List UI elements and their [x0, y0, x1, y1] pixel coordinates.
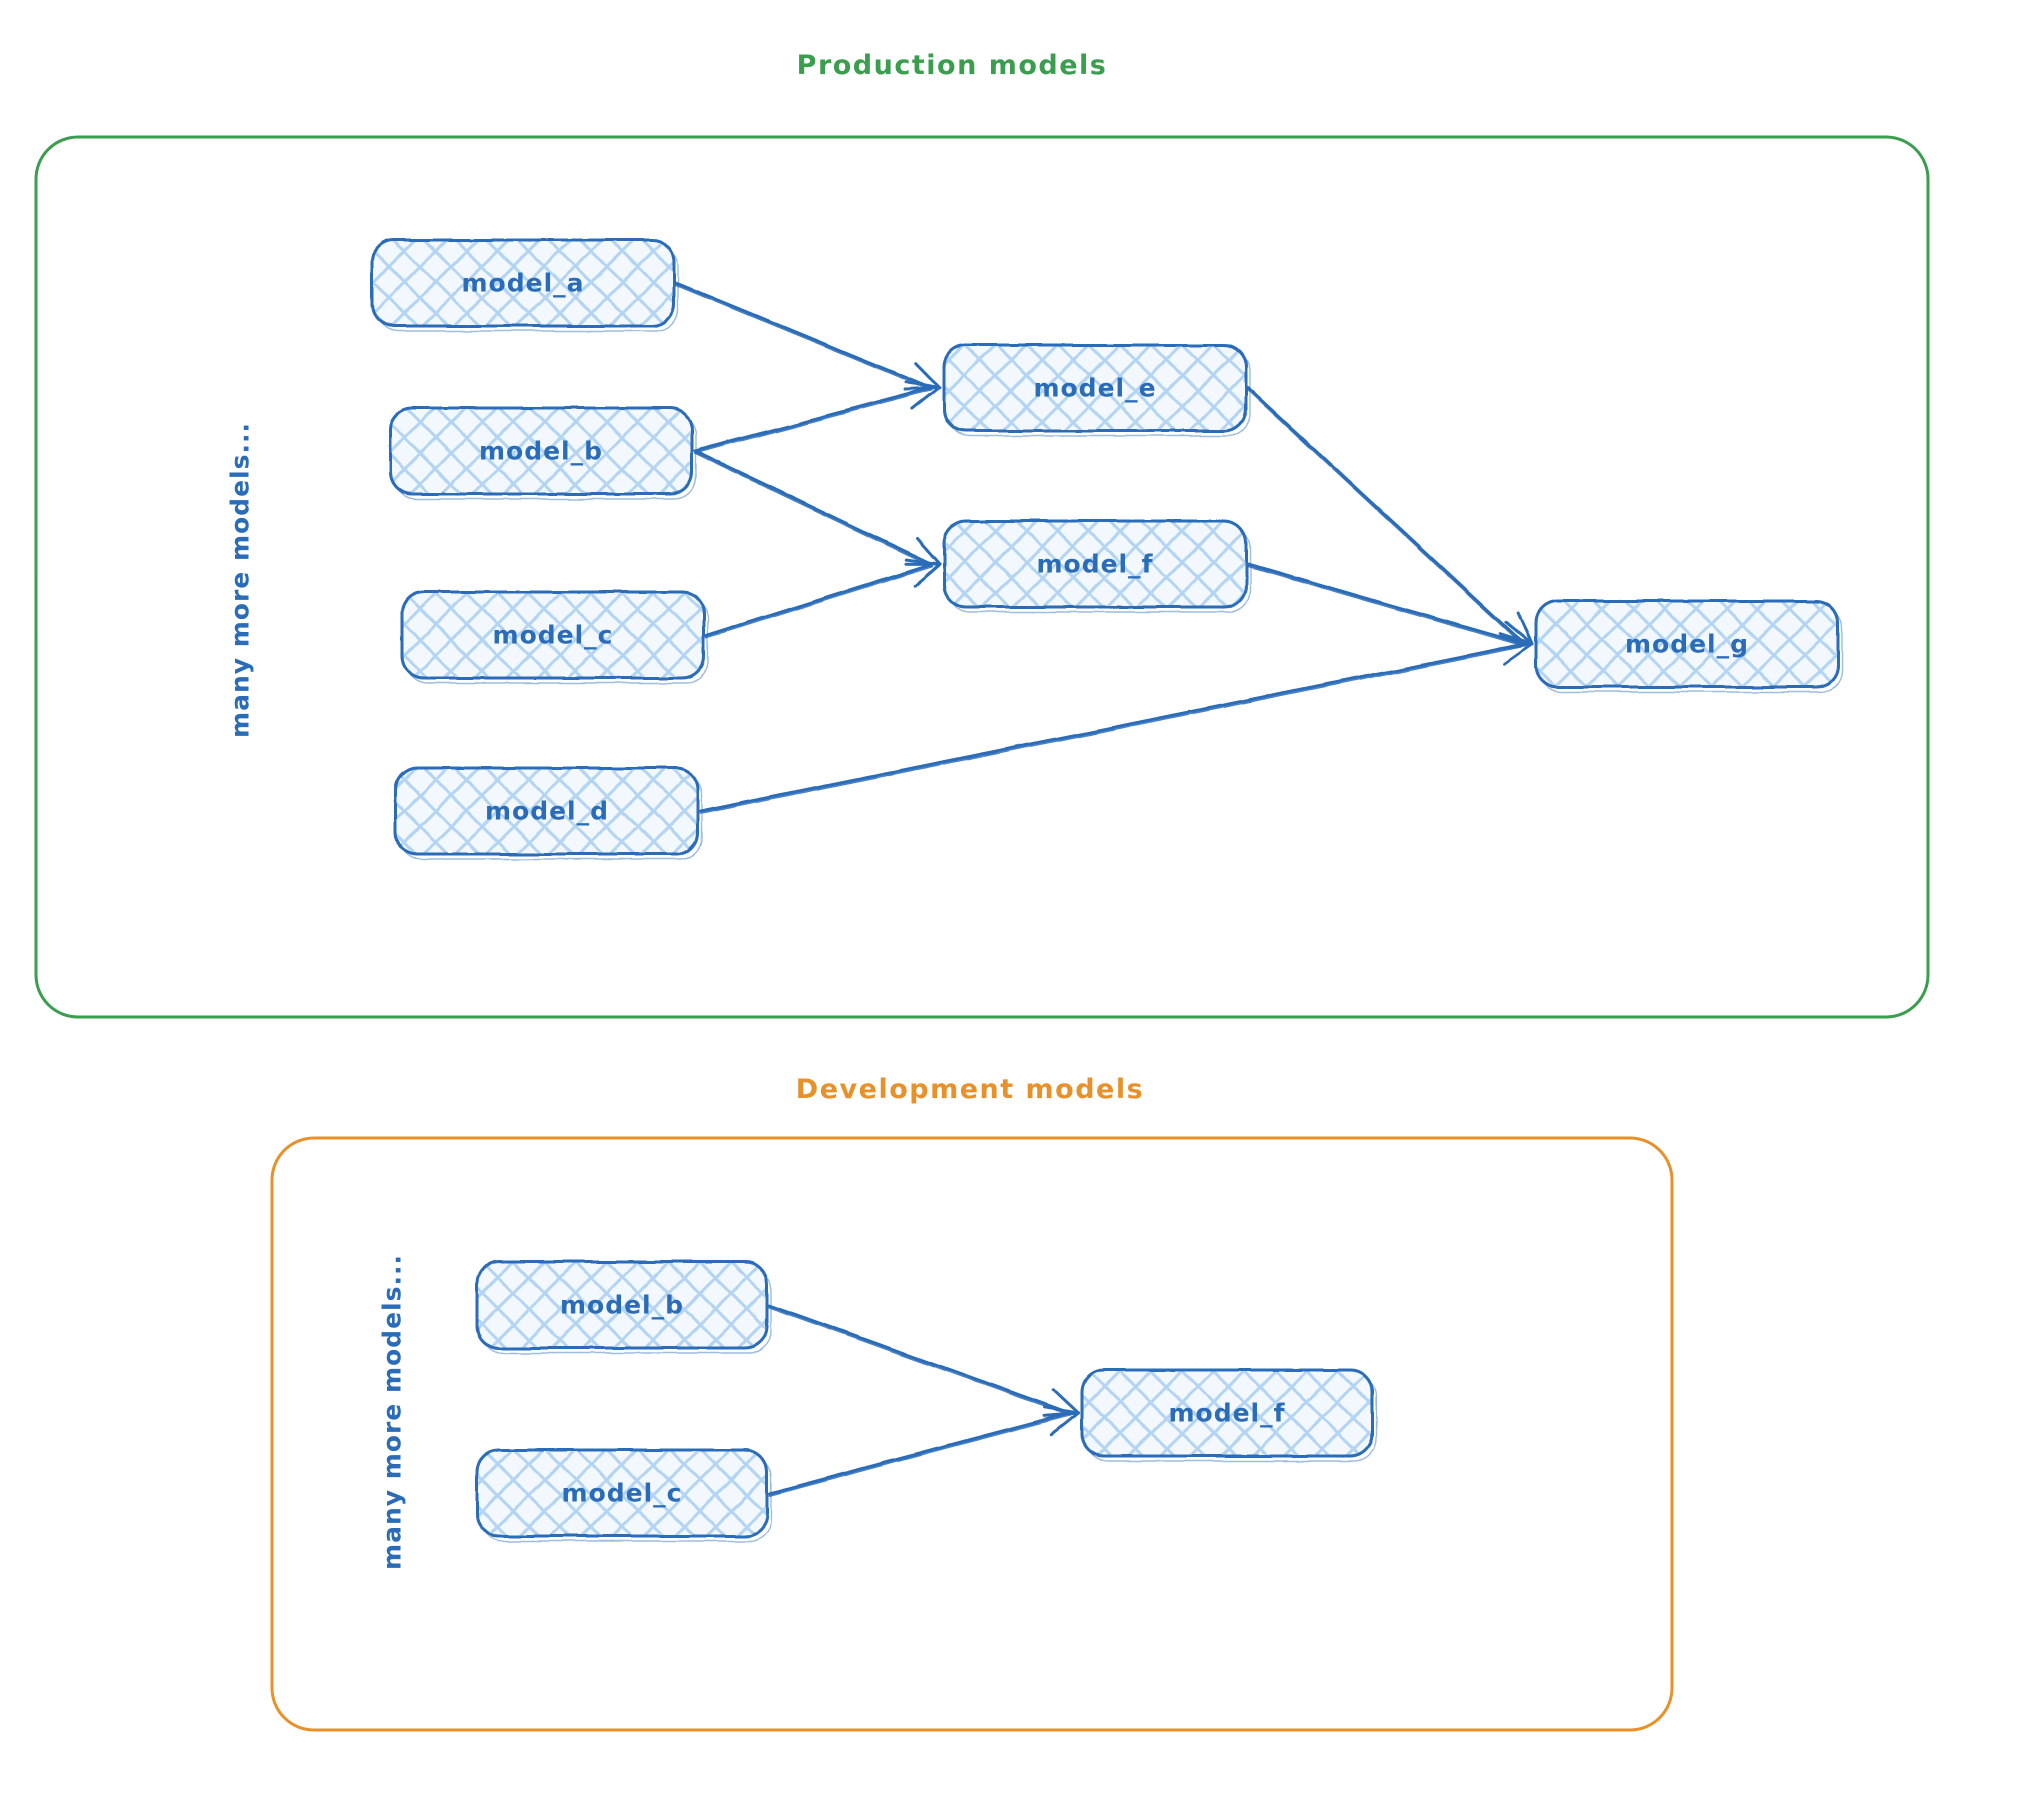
edge-dev_model_c-to-dev_model_f	[767, 1405, 1080, 1496]
node-model_c[interactable]	[400, 590, 709, 684]
edge-layer	[674, 281, 1534, 1496]
node-model_b[interactable]	[388, 406, 697, 500]
group-title-production: Production models	[796, 50, 1108, 81]
node-dev_model_f[interactable]	[1080, 1368, 1377, 1462]
many-more-models-label-production: many more models...	[225, 422, 255, 738]
node-model_f[interactable]	[942, 519, 1251, 613]
group-title-development: Development models	[795, 1074, 1145, 1105]
edge-model_c-to-model_f	[704, 558, 942, 638]
edge-dev_model_b-to-dev_model_f	[767, 1303, 1080, 1418]
edge-model_f-to-model_g	[1246, 562, 1534, 651]
group-frame-development	[270, 1136, 1674, 1732]
edge-model_a-to-model_e	[674, 281, 942, 391]
node-dev_model_b[interactable]	[475, 1260, 772, 1354]
node-model_d[interactable]	[394, 766, 703, 860]
node-dev_model_c[interactable]	[475, 1448, 772, 1542]
many-more-models-label-development: many more models...	[377, 1254, 407, 1570]
node-layer	[370, 238, 1843, 1542]
edge-model_b-to-model_e	[692, 380, 942, 454]
group-frame-production	[34, 135, 1930, 1019]
node-model_e[interactable]	[942, 343, 1251, 437]
node-model_g[interactable]	[1534, 599, 1843, 693]
group-frames	[34, 135, 1930, 1732]
edge-model_d-to-model_g	[698, 635, 1534, 814]
edge-model_b-to-model_f	[692, 449, 942, 567]
node-model_a[interactable]	[370, 238, 679, 332]
